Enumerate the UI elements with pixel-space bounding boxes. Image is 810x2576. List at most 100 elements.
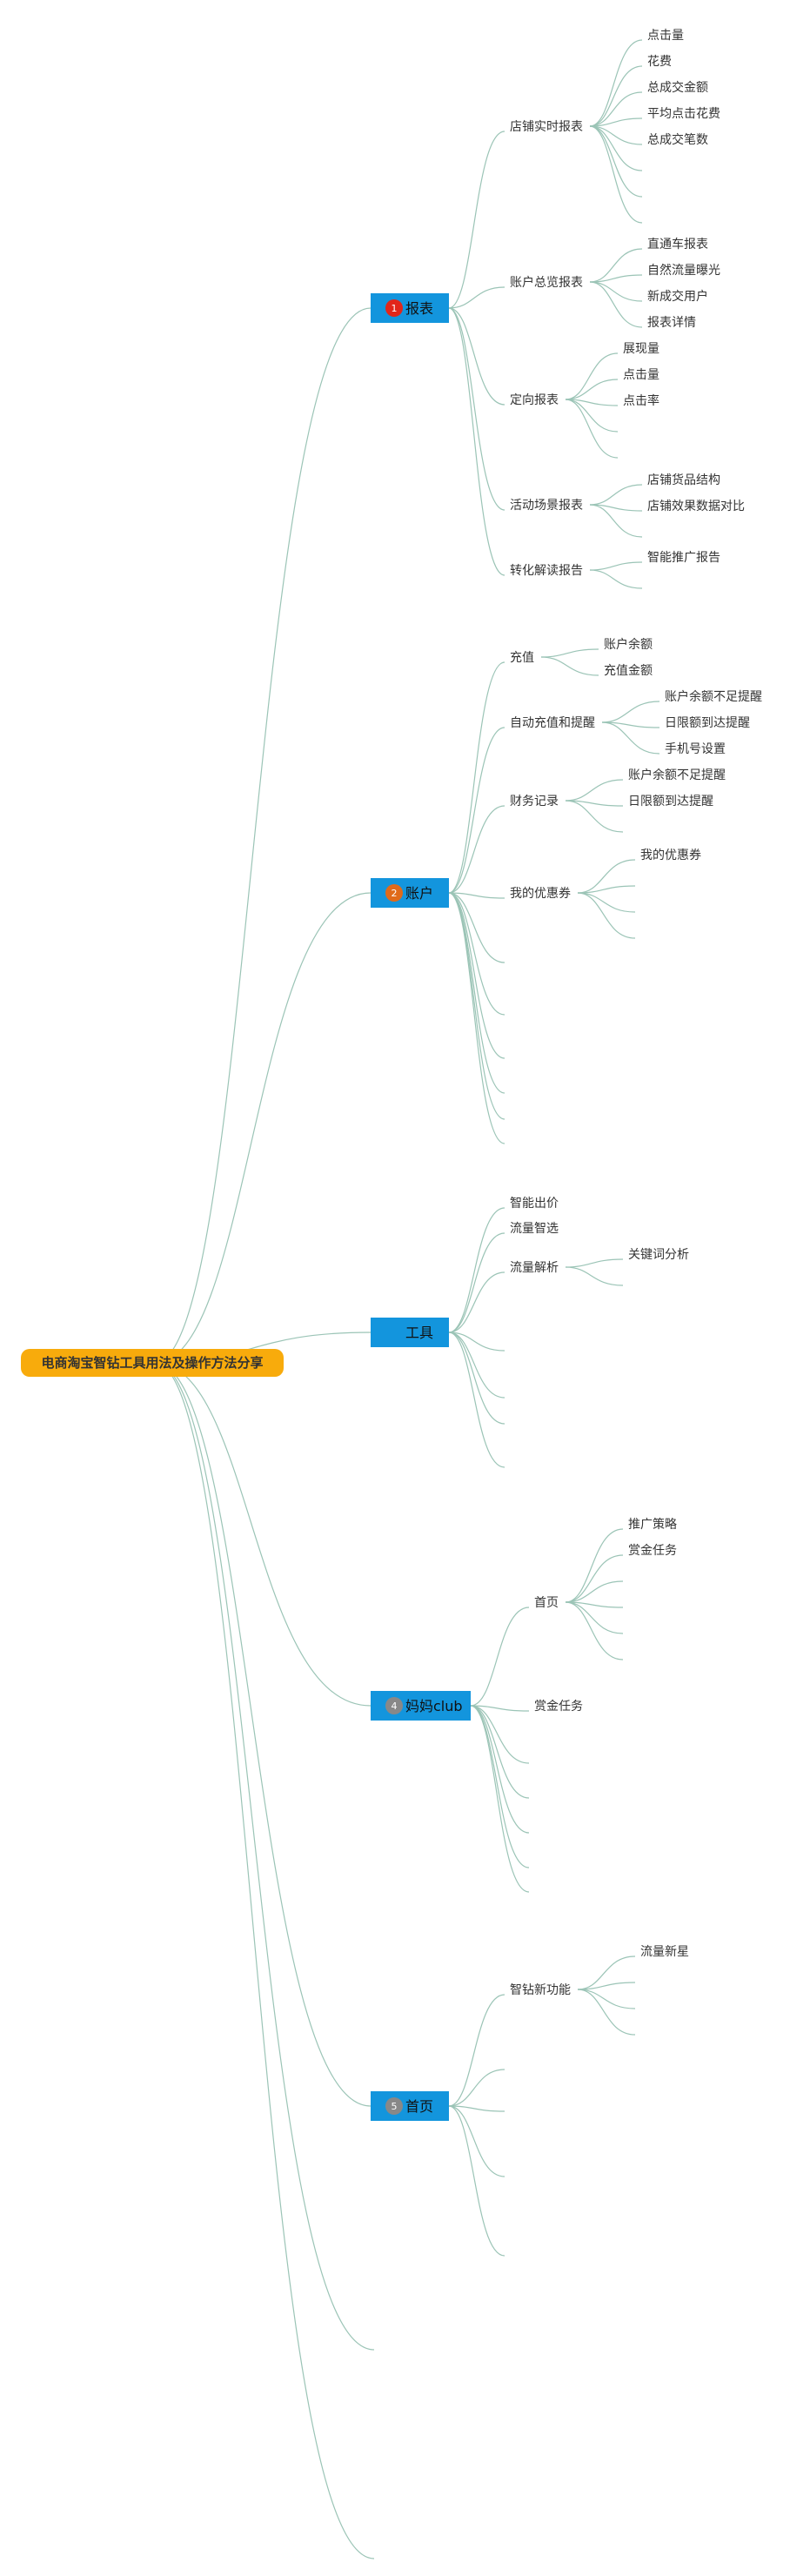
subtopic-node[interactable]: 赏金任务 [628,1544,677,1558]
branch-node-label: 首页 [405,2098,433,2115]
connector-line [577,1989,636,2009]
subtopic-node[interactable]: 点击量 [623,368,659,382]
subtopic-node[interactable]: 新成交用户 [647,289,708,304]
connector-line [589,504,643,538]
subtopic-node[interactable]: 关键词分析 [628,1248,689,1262]
connector-line [448,307,505,511]
connector-lines [154,39,660,2559]
topic-node[interactable]: 智钻新功能 [510,1983,571,1997]
connector-line [470,1705,530,1764]
topic-node[interactable]: 流量解析 [510,1261,559,1275]
subtopic-node[interactable]: 总成交金额 [647,80,708,95]
connector-line [589,274,643,283]
connector-line [589,125,643,171]
subtopic-node[interactable]: 点击率 [623,393,659,408]
connector-line [577,892,636,939]
branch-node-label: 报表 [405,300,433,317]
topic-node[interactable]: 首页 [534,1596,559,1610]
topic-node[interactable]: 充值 [510,651,534,665]
connector-line [589,125,643,224]
topic-node[interactable]: 财务记录 [510,795,559,808]
subtopic-node[interactable]: 智能推广报告 [647,551,720,565]
connector-line [154,1362,372,1707]
topic-node[interactable]: 智能出价 [510,1197,559,1211]
topic-node[interactable]: 流量智选 [510,1222,559,1236]
connector-line [448,1332,505,1399]
branch-node-label: 工具 [405,1325,433,1341]
subtopic-node[interactable]: 账户余额不足提醒 [665,689,762,704]
connector-line [154,1362,375,2351]
connector-line [448,892,505,1144]
connector-line [448,307,505,576]
branch-node-box [371,293,449,323]
subtopic-node[interactable]: 充值金额 [604,664,653,678]
topic-node[interactable]: 账户总览报表 [510,275,583,290]
connector-line [470,1705,530,1893]
connector-line [589,561,643,571]
branch-node-box [371,1318,449,1347]
branch-node-4[interactable]: 4 妈妈club [371,1691,471,1721]
connector-line [565,379,619,400]
root-node-label: 电商淘宝智钻工具用法及操作方法分享 [41,1355,263,1371]
connector-line [448,2105,505,2112]
subtopic-node[interactable]: 日限额到达提醒 [628,795,713,808]
connector-line [448,1332,505,1352]
connector-line [589,281,643,328]
subtopic-node[interactable]: 推广策略 [628,1517,677,1532]
connector-line [448,307,505,406]
subtopic-node[interactable]: 账户余额不足提醒 [628,768,726,782]
subtopic-node[interactable]: 点击量 [647,29,684,43]
connector-line [448,805,505,894]
subtopic-node[interactable]: 店铺效果数据对比 [647,500,745,513]
priority-badge-icon [385,2097,403,2115]
branch-node-label: 妈妈club [405,1698,463,1714]
topic-node[interactable]: 定向报表 [510,393,559,407]
subtopic-node[interactable]: 报表详情 [647,316,696,330]
subtopic-node[interactable]: 店铺货品结构 [647,473,720,487]
priority-badge-number: 4 [392,1701,398,1712]
topic-node[interactable]: 转化解读报告 [510,563,583,578]
connector-line [565,800,624,807]
subtopic-node[interactable]: 展现量 [623,342,659,356]
priority-badge-icon [385,884,403,902]
topic-node[interactable]: 自动充值和提醒 [510,716,595,730]
connector-line [565,1258,624,1268]
priority-badge-icon [385,1697,403,1714]
connector-line [589,248,643,283]
priority-badge-number: 1 [392,303,398,314]
connector-line [448,1332,505,1468]
subtopic-node[interactable]: 平均点击花费 [647,107,720,121]
connector-line [448,1271,505,1333]
connector-line [565,399,619,459]
topic-node[interactable]: 活动场景报表 [510,499,583,513]
subtopic-node[interactable]: 我的优惠券 [640,849,701,862]
connector-line [565,1601,624,1634]
connector-line [448,286,505,309]
connector-line [470,1705,530,1834]
subtopic-node[interactable]: 日限额到达提醒 [665,716,750,730]
topic-node[interactable]: 赏金任务 [534,1700,583,1714]
connector-line [577,1989,636,2036]
connector-line [577,1955,636,1990]
subtopic-node[interactable]: 自然流量曝光 [647,263,720,278]
connector-line [448,1232,505,1333]
subtopic-node[interactable]: 账户余额 [604,637,653,652]
subtopic-node[interactable]: 总成交笔数 [647,132,708,147]
subtopic-node[interactable]: 花费 [647,55,672,69]
connector-line [589,281,643,302]
branch-node-3[interactable]: 工具 [371,1318,449,1347]
priority-badge-number: 2 [392,888,398,899]
topic-node[interactable]: 我的优惠券 [510,887,571,901]
connector-line [448,892,505,1059]
root-node[interactable]: 电商淘宝智钻工具用法及操作方法分享 [21,1349,284,1377]
connector-line [448,892,505,1094]
connector-line [448,1207,505,1333]
branch-node-1[interactable]: 1 报表 [371,293,449,323]
subtopic-node[interactable]: 流量新星 [640,1945,689,1959]
topic-node[interactable]: 店铺实时报表 [510,120,583,134]
connector-line [448,892,505,963]
subtopic-node[interactable]: 手机号设置 [665,742,726,756]
subtopic-node[interactable]: 直通车报表 [647,237,708,252]
